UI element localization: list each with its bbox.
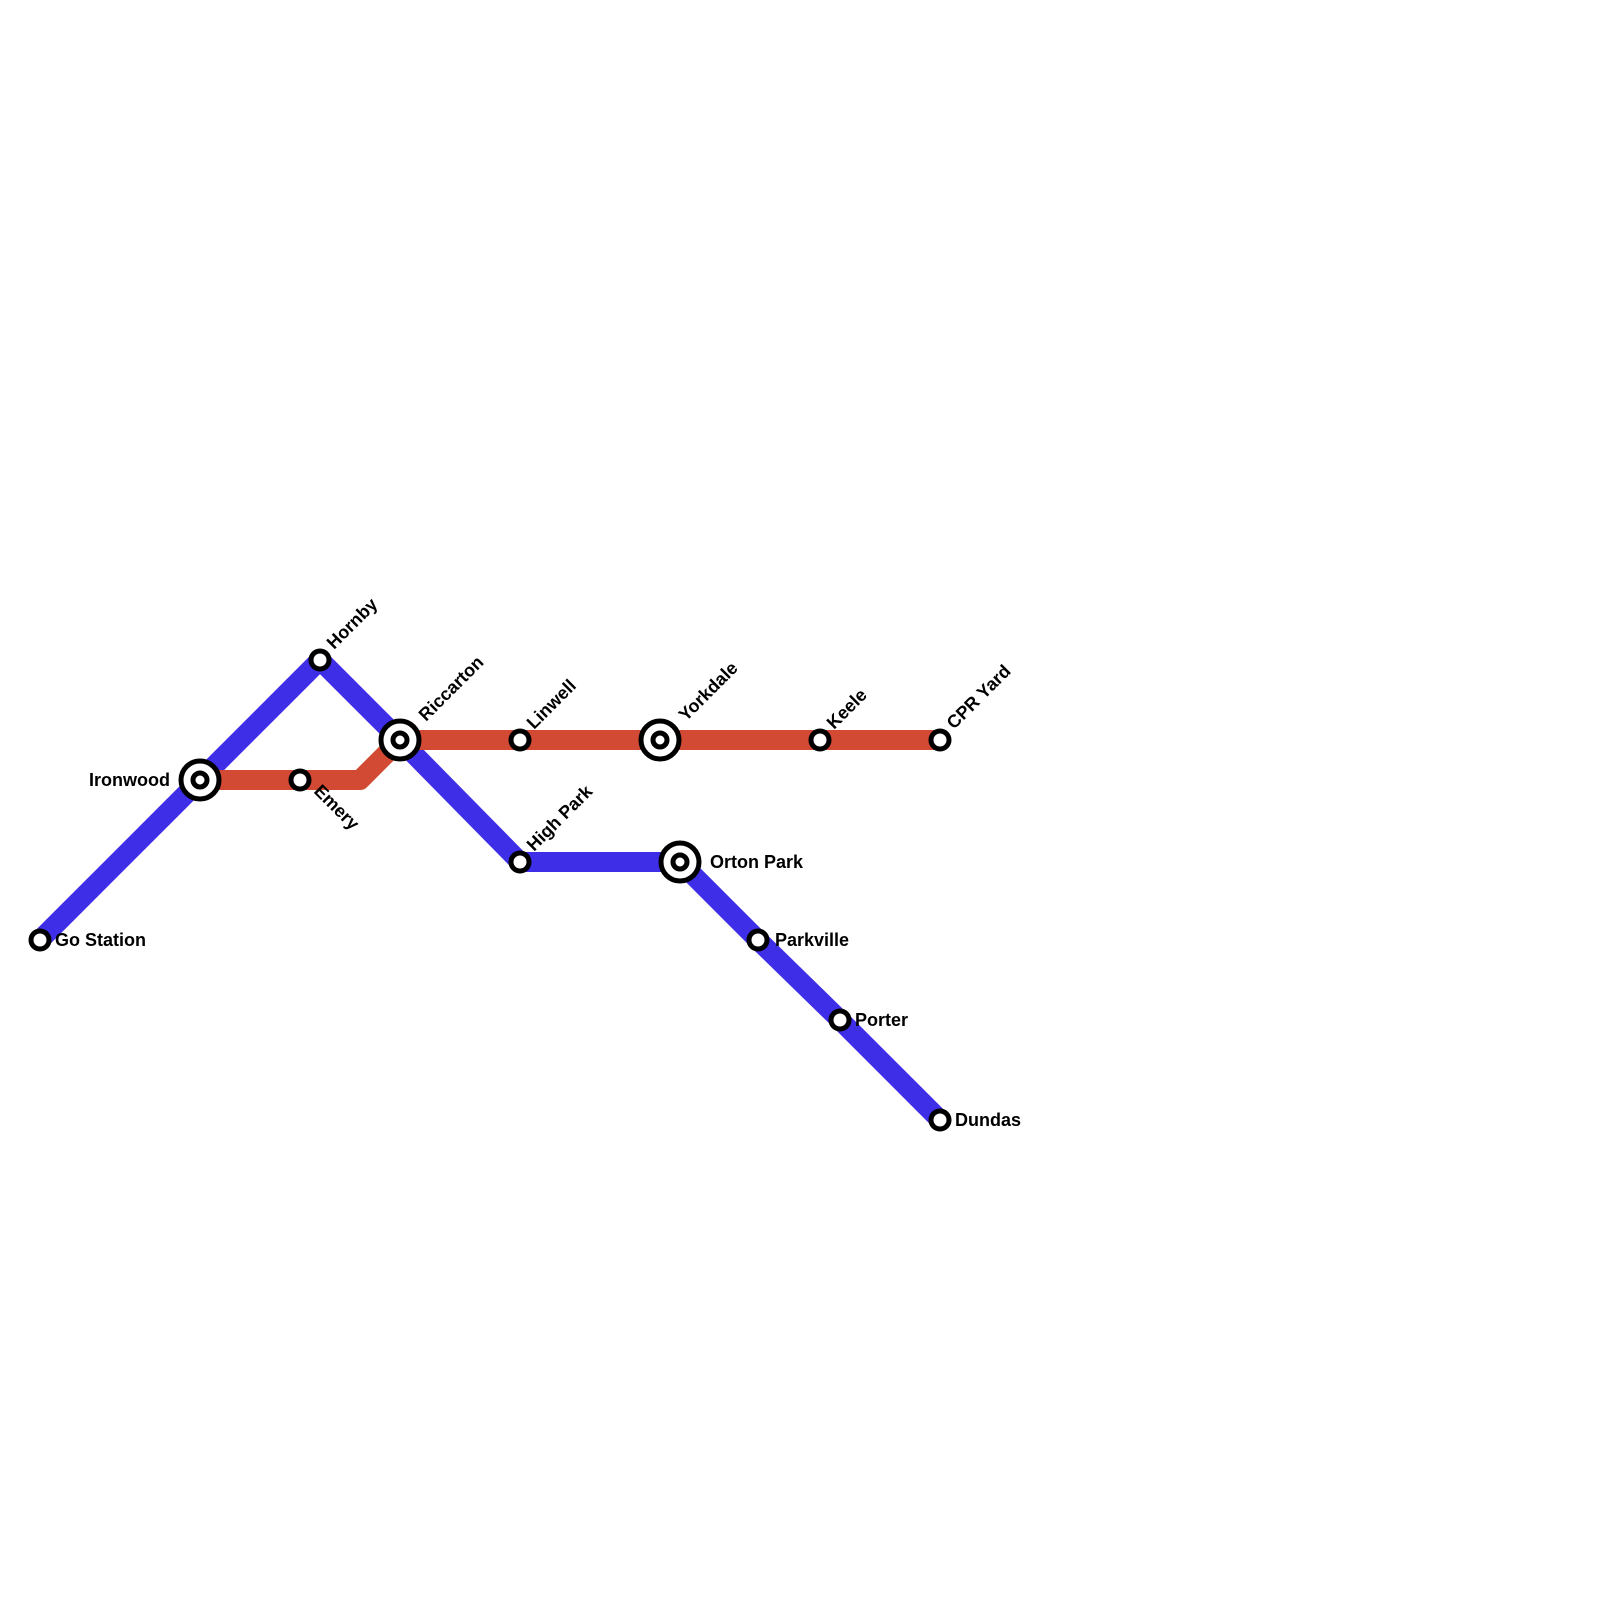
station-label: Ironwood: [89, 770, 170, 790]
station-marker: [928, 728, 952, 752]
station-marker: [508, 850, 532, 874]
station-marker: [808, 728, 832, 752]
station-marker: [28, 928, 52, 952]
station-marker: [828, 1008, 852, 1032]
station-parkville[interactable]: Parkville: [746, 928, 849, 952]
interchange-inner-ring: [390, 730, 410, 750]
station-marker: [746, 928, 770, 952]
station-marker: [928, 1108, 952, 1132]
station-marker: [508, 728, 532, 752]
station-label: Dundas: [955, 1110, 1021, 1130]
station-label: Go Station: [55, 930, 146, 950]
station-go-station[interactable]: Go Station: [28, 928, 146, 952]
station-label: Orton Park: [710, 852, 804, 872]
station-label: Parkville: [775, 930, 849, 950]
station-dundas[interactable]: Dundas: [928, 1108, 1021, 1132]
station-ironwood[interactable]: Ironwood: [89, 758, 222, 802]
station-marker: [308, 648, 332, 672]
station-marker: [288, 768, 312, 792]
station-orton-park[interactable]: Orton Park: [658, 840, 804, 884]
interchange-inner-ring: [670, 852, 690, 872]
interchange-inner-ring: [190, 770, 210, 790]
station-label: Porter: [855, 1010, 908, 1030]
station-porter[interactable]: Porter: [828, 1008, 908, 1032]
interchange-inner-ring: [650, 730, 670, 750]
